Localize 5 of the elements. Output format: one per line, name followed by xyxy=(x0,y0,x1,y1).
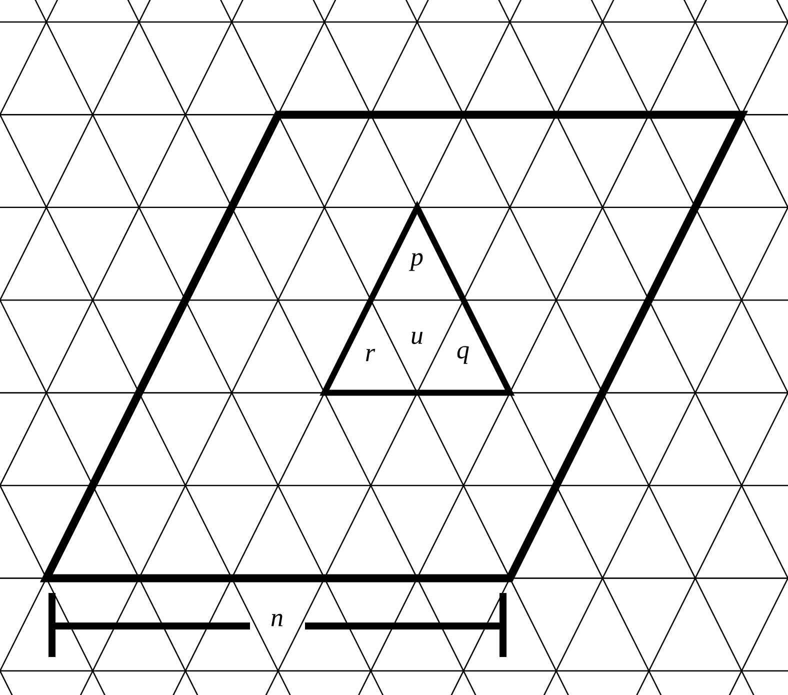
letter-label: r xyxy=(366,348,376,362)
letter-label: u xyxy=(412,332,423,344)
dimension-label: n xyxy=(271,614,282,626)
letter-label: p xyxy=(408,253,423,271)
letter-label: q xyxy=(457,346,469,364)
